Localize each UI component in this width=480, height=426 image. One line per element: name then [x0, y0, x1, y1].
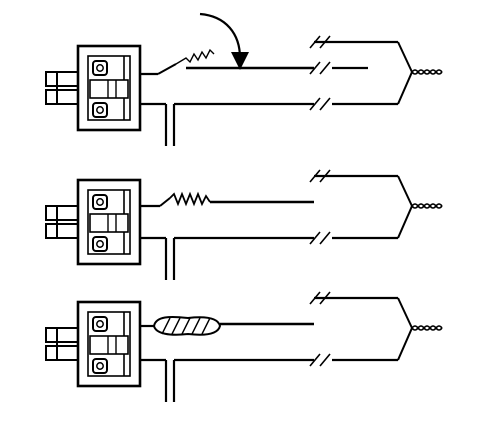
connector-icon [44, 290, 444, 404]
connector-icon [44, 168, 444, 282]
break-mark-icon [309, 61, 331, 75]
stripped-wire-strands [175, 48, 215, 65]
panel-1 [44, 34, 444, 148]
panel-3 [44, 290, 444, 404]
upper-wire-bend [159, 197, 171, 207]
curved-arrow-icon [199, 12, 249, 70]
sleeve-splice [152, 316, 222, 336]
twisted-splice [169, 191, 211, 207]
panel-2 [44, 168, 444, 282]
upper-wire-bend [157, 63, 177, 75]
